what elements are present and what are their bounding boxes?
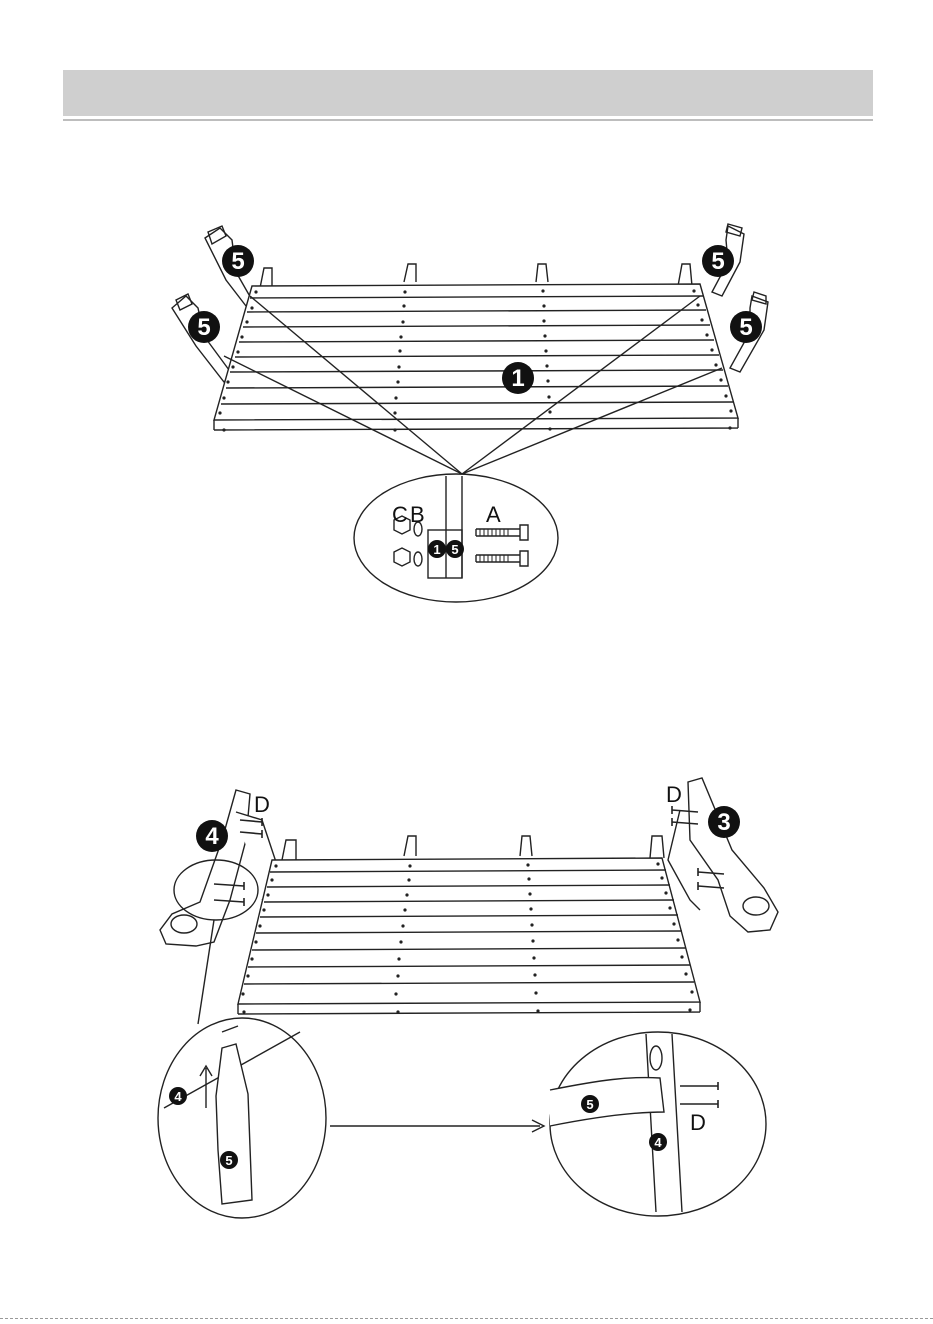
badge-label: 4 [205,823,219,850]
part-badge-seat: 1 [502,362,534,394]
part-badge-leg: 5 [730,311,762,343]
part-badge-leg: 5 [222,245,254,277]
detail-badge-armrest: 4 [169,1087,187,1105]
part-badge-leg: 5 [188,311,220,343]
screw-label-left: D [254,792,270,817]
detail-badge-seat: 1 [428,540,446,558]
badge-label: 5 [739,314,752,341]
hardware-label-c: C [392,502,408,527]
screw-label-detail: D [690,1110,706,1135]
badge-label: 5 [586,1097,593,1112]
detail-badge-leg: 5 [581,1095,599,1113]
page-bottom-rule [0,1318,933,1319]
badge-label: 3 [717,809,730,836]
screw-label-right: D [666,782,682,807]
hardware-label-a: A [486,502,501,527]
badge-label: 4 [174,1089,182,1104]
badge-label: 5 [225,1153,232,1168]
detail-badge-leg: 5 [220,1151,238,1169]
hardware-label-b: B [410,502,425,527]
part-badge-leg: 5 [702,245,734,277]
badge-label: 5 [711,248,724,275]
badge-label: 1 [511,365,524,392]
step2-figure [158,778,778,1218]
detail-badge-leg: 5 [446,540,464,558]
badge-label: 5 [197,314,210,341]
badge-label: 1 [433,542,440,557]
part-badge-armrest-left: 4 [196,820,228,852]
badge-label: 4 [654,1135,662,1150]
step1-figure [172,224,768,602]
detail-badge-armrest: 4 [649,1133,667,1151]
badge-label: 5 [231,248,244,275]
badge-label: 5 [451,542,458,557]
part-badge-armrest-right: 3 [708,806,740,838]
